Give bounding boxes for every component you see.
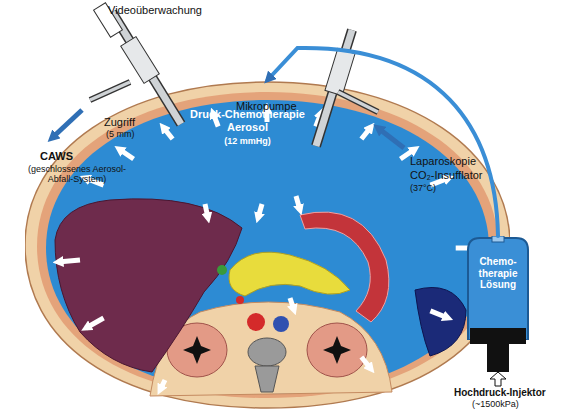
- trocar-outline: [112, 12, 181, 124]
- aerosol-arrow: [160, 380, 165, 390]
- chemo-tube: [268, 48, 499, 236]
- trocar-hub: [325, 48, 355, 95]
- kidney: [307, 323, 367, 377]
- exhaust-arrow: [52, 110, 82, 138]
- injector-rod: [487, 344, 509, 372]
- aorta: [247, 313, 265, 331]
- caws-description: (geschlossenes Aerosol-Abfall-System): [22, 164, 132, 185]
- hub-body: [121, 37, 160, 84]
- insufflation-port: [338, 92, 378, 112]
- aerosol-arrow: [258, 204, 262, 218]
- temperature-value: (37°C): [410, 183, 436, 193]
- co2-arrow: [378, 128, 404, 148]
- insufflation-port-inner: [338, 92, 378, 112]
- trocar-outline: [316, 30, 352, 146]
- caws-label: CAWS: [40, 150, 73, 163]
- aerosol-arrow: [296, 196, 300, 210]
- vena-cava: [273, 316, 289, 332]
- pancreas: [229, 252, 350, 296]
- aerosol-arrow: [361, 127, 371, 139]
- laparoscopy-label: Laparoskopie: [410, 155, 476, 168]
- exhaust-port-inner: [90, 82, 130, 100]
- aerosol-arrow: [119, 149, 134, 159]
- insufflator-label: CO₂-Insufflator: [410, 169, 483, 182]
- aerosol-arrow: [205, 204, 208, 218]
- trocar-hub: [121, 37, 160, 84]
- gallbladder: [217, 265, 227, 275]
- spleen: [415, 288, 466, 357]
- vertebra: [248, 338, 286, 366]
- aerosol-arrow: [430, 311, 448, 318]
- aerosol-arrow: [316, 113, 321, 127]
- micropump-label: Mikropumpe: [236, 100, 297, 113]
- muscle-layer: [37, 92, 498, 398]
- access-size: (5 mm): [106, 129, 135, 139]
- peritoneal-cavity: [46, 100, 489, 394]
- pressure-value: (12 mmHg): [180, 136, 315, 146]
- spinous-process: [255, 366, 279, 392]
- reservoir-box: Chemo-therapie Lösung: [466, 236, 530, 340]
- vessel: [236, 296, 244, 304]
- kidney-pelvis: [323, 336, 351, 364]
- skin-layer: [25, 82, 510, 408]
- injector-label: Hochdruck-Injektor: [454, 387, 546, 399]
- injector-piston: [470, 328, 526, 344]
- aerosol-arrow: [163, 127, 173, 139]
- reservoir-neck: [492, 236, 504, 242]
- reservoir-label: Chemo-therapie Lösung: [470, 256, 526, 291]
- reservoir-body: [468, 238, 528, 340]
- kidney-pelvis: [183, 336, 211, 364]
- exhaust-port: [90, 82, 130, 100]
- aerosol-arrows: [58, 108, 477, 390]
- liver: [55, 199, 242, 372]
- hub-body: [325, 48, 355, 95]
- trocar-shaft: [112, 12, 181, 124]
- aerosol-arrow: [58, 260, 80, 262]
- aerosol-arrow: [361, 357, 371, 369]
- injector-pressure: (~1500kPa): [472, 399, 519, 409]
- pressure-arrow: [490, 372, 506, 386]
- access-label: Zugriff: [104, 116, 135, 129]
- abdominal-cavity: Druck-Chemotherapie Aerosol(12 mmHg): [25, 80, 510, 410]
- video-label: Videoüberwachung: [108, 4, 202, 17]
- aerosol-arrow: [86, 318, 104, 328]
- aerosol-arrow: [290, 298, 294, 310]
- trocar-shaft: [316, 30, 352, 146]
